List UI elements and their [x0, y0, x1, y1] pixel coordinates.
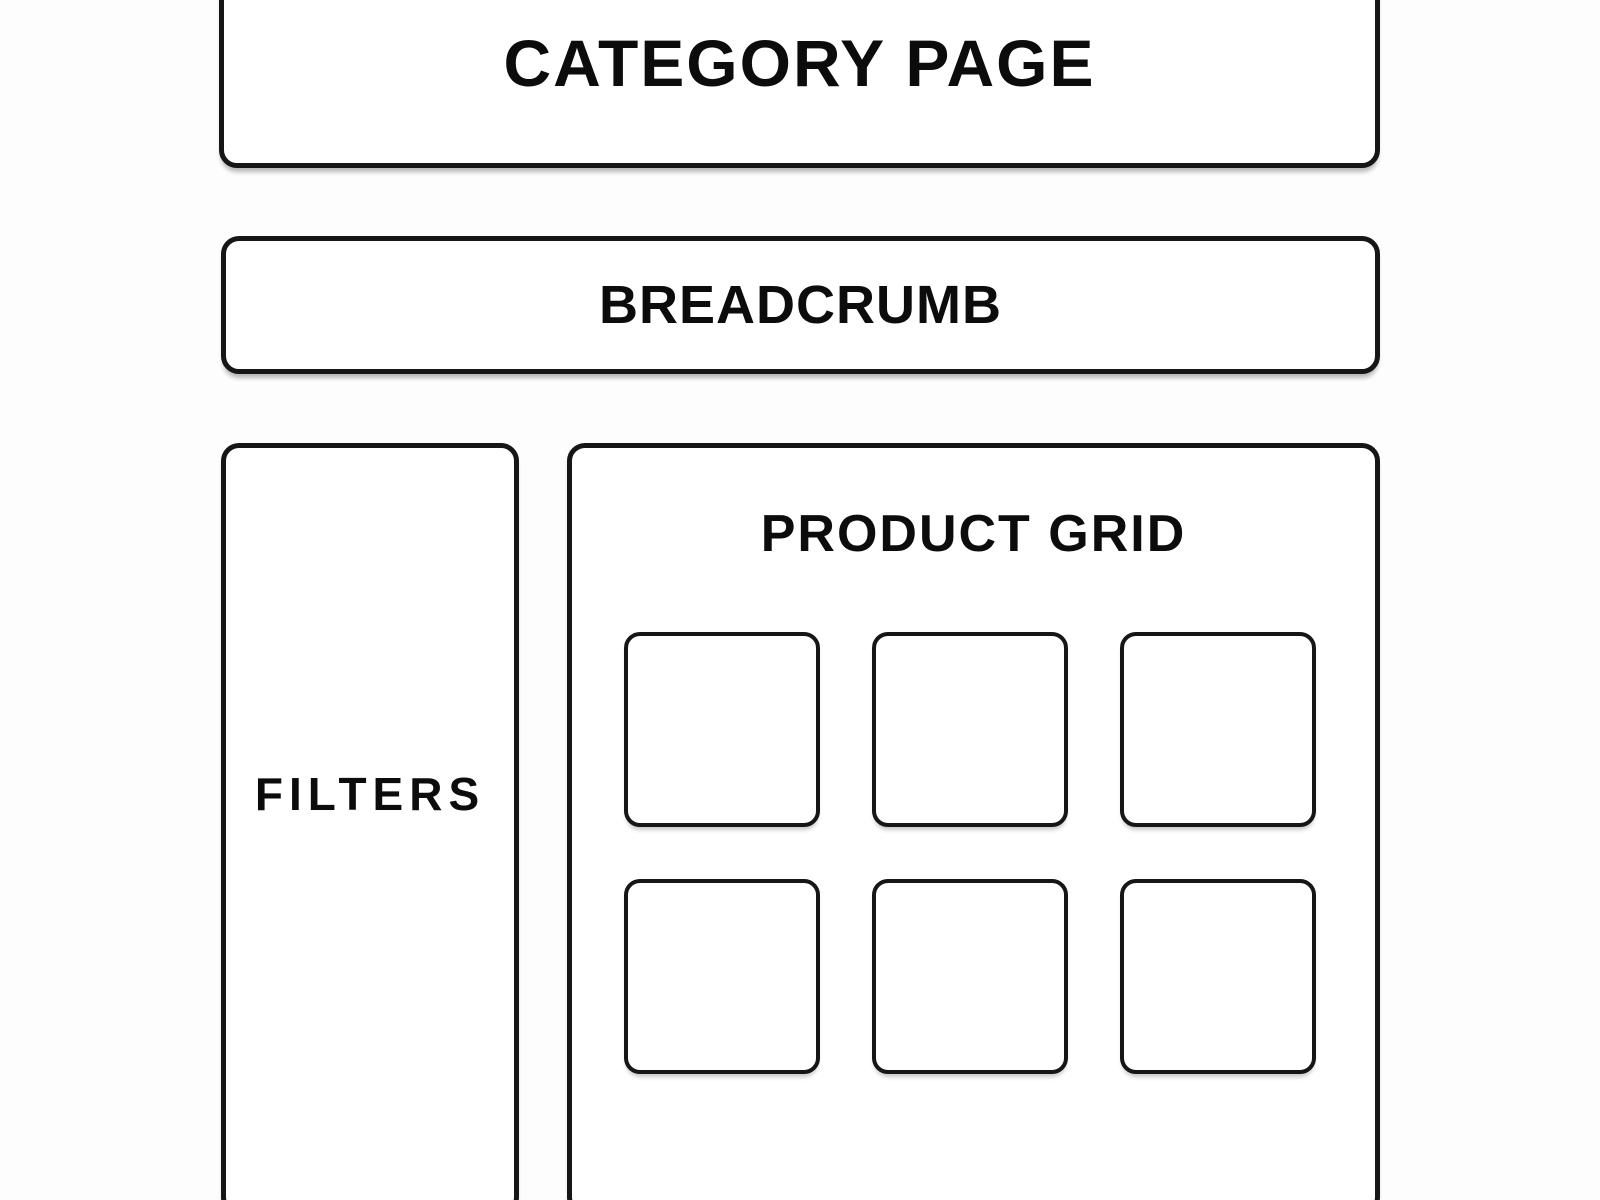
breadcrumb-label: BREADCRUMB	[599, 275, 1002, 335]
product-card-placeholder	[1120, 632, 1316, 827]
filters-panel-box: FILTERS	[221, 443, 519, 1200]
product-card-placeholder	[872, 879, 1068, 1074]
product-grid-label: PRODUCT GRID	[760, 505, 1187, 563]
breadcrumb-box: BREADCRUMB	[221, 236, 1380, 374]
product-card-placeholder	[872, 632, 1068, 827]
filters-label: FILTERS	[254, 768, 486, 820]
product-card-grid	[624, 632, 1316, 1074]
product-grid-box: PRODUCT GRID	[567, 443, 1380, 1200]
product-card-placeholder	[624, 632, 820, 827]
category-page-title-label: CATEGORY PAGE	[503, 26, 1096, 100]
product-card-placeholder	[624, 879, 820, 1074]
product-card-placeholder	[1120, 879, 1316, 1074]
category-page-title-box: CATEGORY PAGE	[219, 0, 1380, 168]
